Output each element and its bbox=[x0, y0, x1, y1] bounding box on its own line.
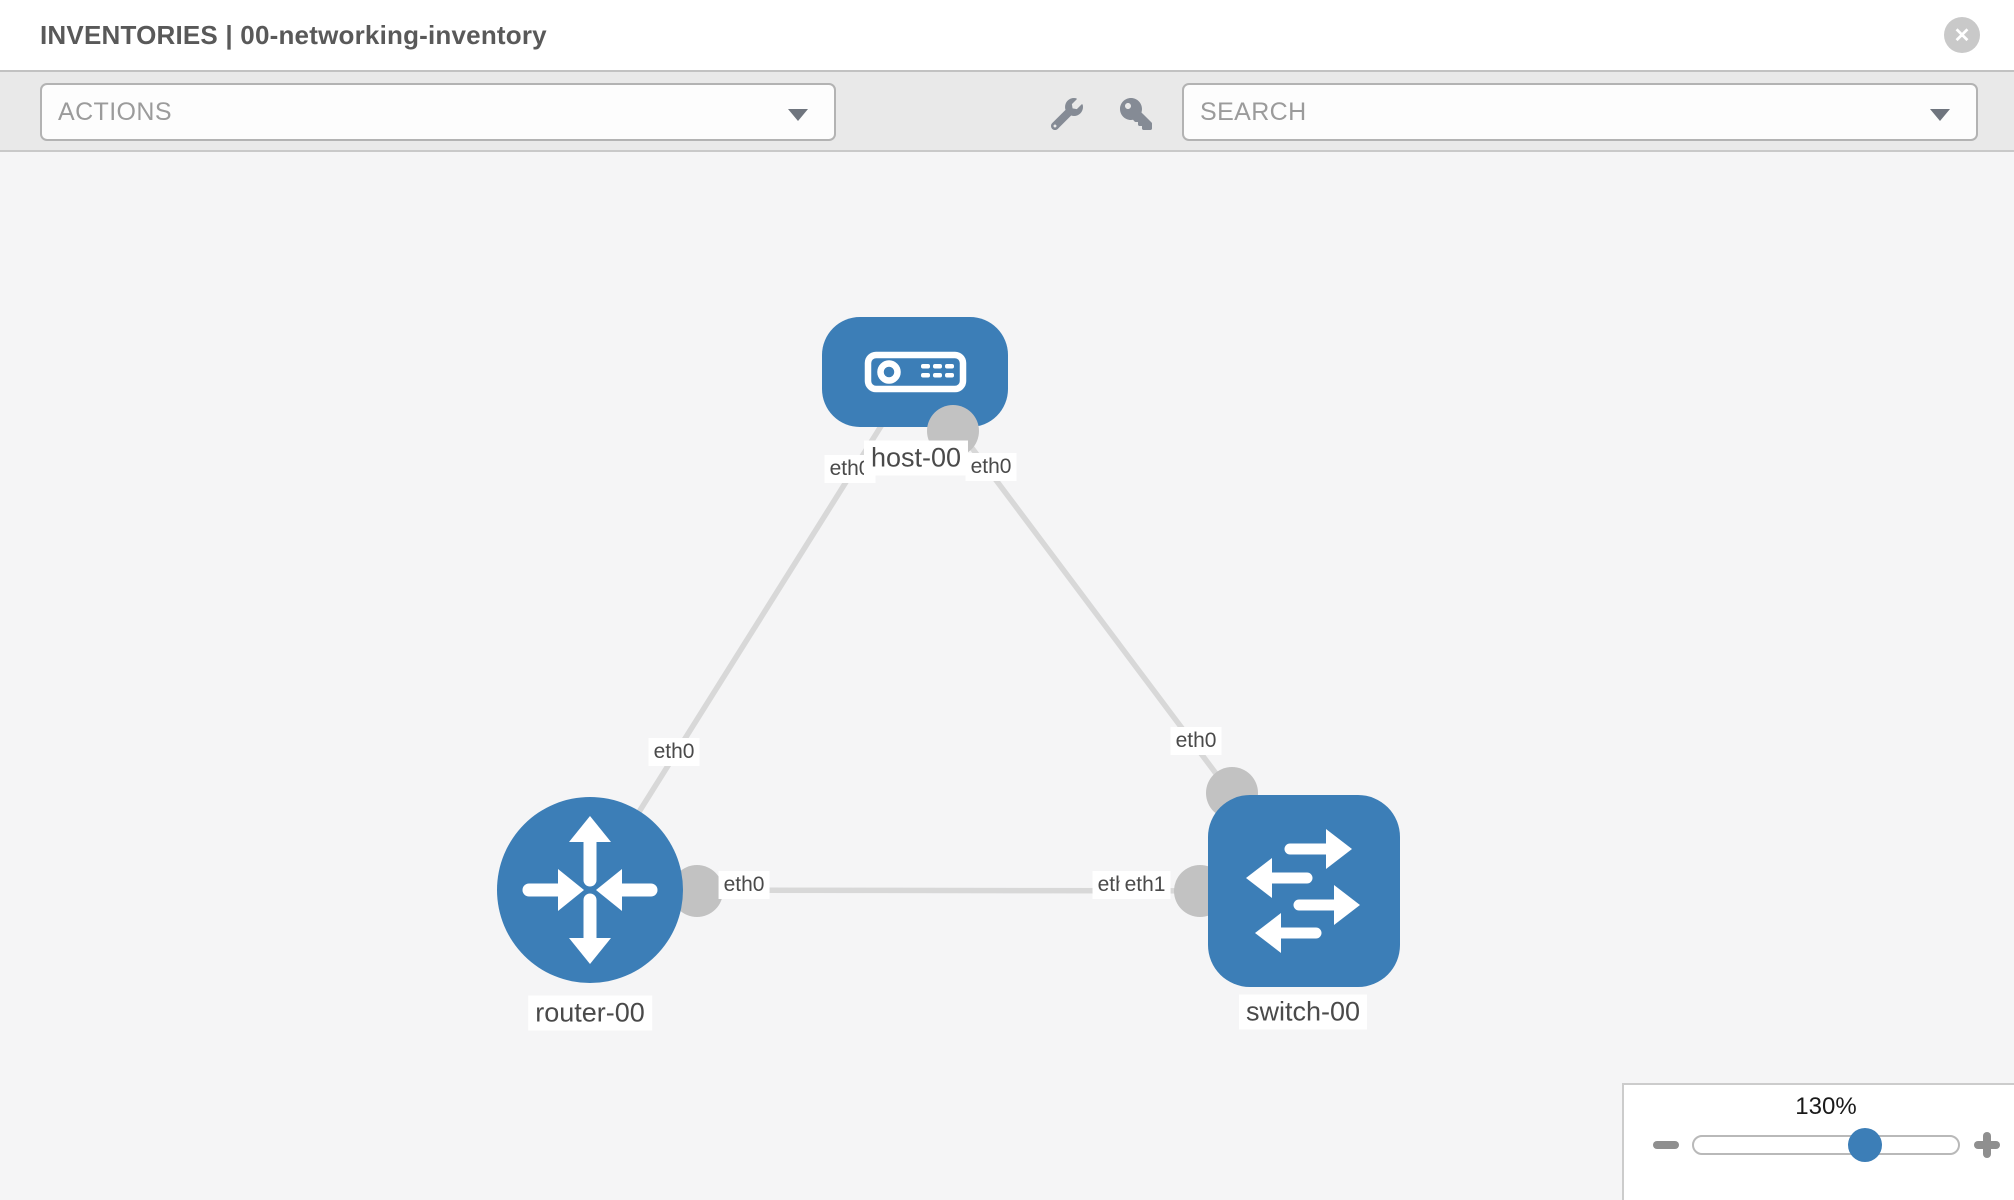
iface-label: eth0 bbox=[1170, 727, 1222, 755]
node-label-switch: switch-00 bbox=[1238, 994, 1368, 1030]
close-icon[interactable]: ✕ bbox=[1944, 17, 1980, 53]
chevron-down-icon bbox=[1930, 109, 1950, 121]
topology-canvas[interactable]: host-00 router-00 switch-00 eth0 eth0 et… bbox=[0, 152, 2014, 1200]
actions-dropdown-label: ACTIONS bbox=[58, 98, 172, 126]
chevron-down-icon bbox=[788, 109, 808, 121]
key-icon[interactable] bbox=[1120, 98, 1152, 130]
iface-label: eth0 bbox=[648, 738, 700, 766]
node-router-00[interactable] bbox=[497, 797, 683, 983]
panel-header: INVENTORIES | 00-networking-inventory ✕ bbox=[0, 0, 2014, 72]
actions-dropdown[interactable]: ACTIONS bbox=[40, 83, 836, 141]
zoom-slider-track[interactable] bbox=[1692, 1135, 1960, 1155]
host-icon bbox=[864, 351, 967, 393]
node-label-router: router-00 bbox=[528, 995, 652, 1031]
iface-label: eth0 bbox=[965, 453, 1017, 481]
iface-label: eth1 bbox=[1119, 871, 1171, 899]
minus-icon[interactable] bbox=[1653, 1141, 1679, 1149]
switch-icon bbox=[1246, 829, 1360, 953]
toolbar: ACTIONS SEARCH bbox=[0, 72, 2014, 152]
plus-icon[interactable] bbox=[1974, 1132, 2000, 1158]
topology-svg bbox=[497, 317, 1400, 987]
node-label-host: host-00 bbox=[863, 440, 969, 476]
node-switch-00[interactable] bbox=[1208, 795, 1400, 987]
zoom-level-value: 130% bbox=[1795, 1093, 1857, 1120]
zoom-panel: 130% bbox=[1622, 1083, 2014, 1200]
router-icon bbox=[522, 816, 658, 964]
search-dropdown[interactable]: SEARCH bbox=[1182, 83, 1978, 141]
iface-label: eth0 bbox=[718, 871, 770, 899]
zoom-slider-thumb[interactable] bbox=[1848, 1128, 1882, 1162]
interface-dot bbox=[671, 865, 723, 917]
page-title: INVENTORIES | 00-networking-inventory bbox=[40, 20, 547, 50]
node-host-00[interactable] bbox=[822, 317, 1008, 457]
search-dropdown-label: SEARCH bbox=[1200, 98, 1307, 126]
wrench-icon[interactable] bbox=[1050, 98, 1083, 131]
